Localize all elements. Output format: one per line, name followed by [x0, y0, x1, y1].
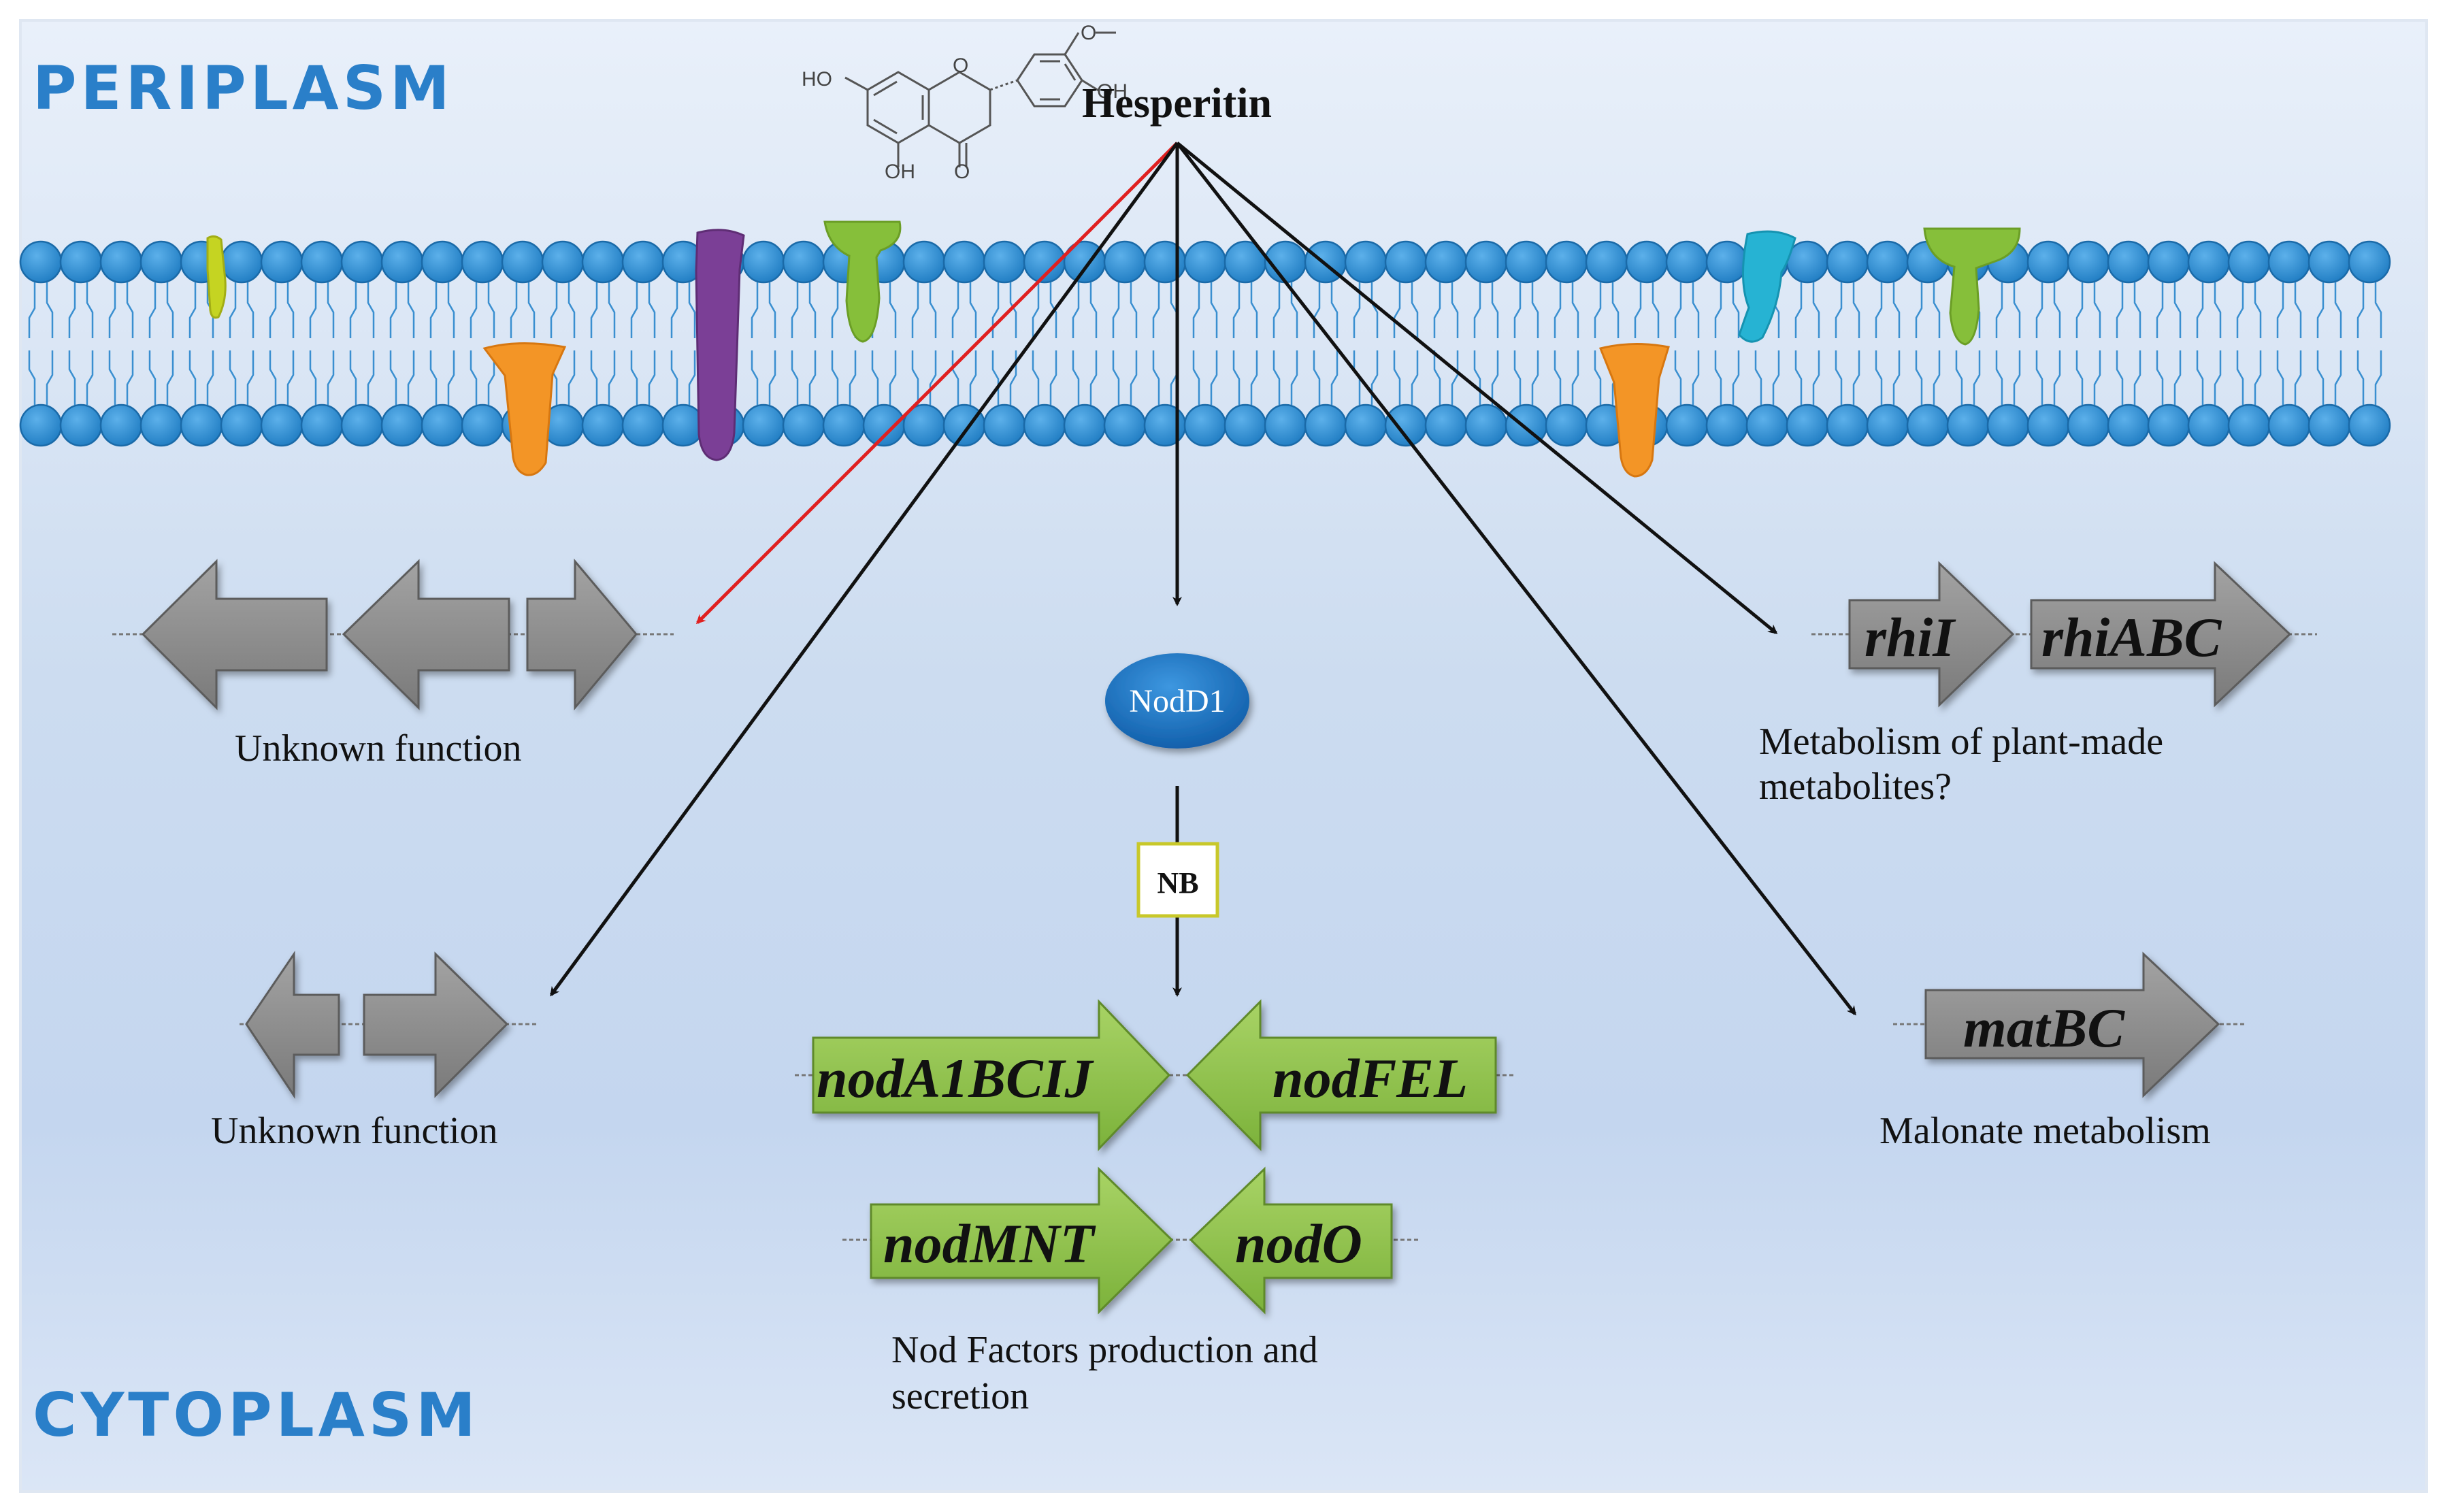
activation-arrow-mat	[1176, 142, 1856, 1016]
rhi-function-line2: metabolites?	[1759, 766, 1952, 808]
hesperitin-structure	[844, 31, 1116, 167]
matBC-label: matBC	[1963, 997, 2125, 1059]
nod-box-label: NB	[1157, 866, 1198, 900]
hesperitin-label: Hesperitin	[1082, 80, 1272, 127]
nod-cluster: nodA1BCIJ nodFEL nodMNT nodO Nod Factors…	[795, 999, 1516, 1417]
lipid-heads	[19, 240, 2391, 447]
nod-box: NB	[1136, 842, 1219, 918]
green-membrane-protein-right	[1923, 227, 2021, 346]
gene-arrow-left-1	[141, 559, 328, 710]
gene-arrow-nodO	[1189, 1166, 1393, 1315]
regulation-arrows	[549, 142, 1856, 1016]
unknown-cluster-bottom: Unknown function	[211, 951, 538, 1152]
atom-o-ring: O	[953, 54, 968, 77]
activation-arrow-unknown-bottom	[549, 142, 1179, 997]
atom-o-methoxy: O	[1081, 22, 1096, 44]
activation-arrow-rhi	[1176, 142, 1778, 634]
unknown-bottom-label: Unknown function	[211, 1110, 498, 1152]
nodA1BCIJ-label: nodA1BCIJ	[817, 1047, 1095, 1109]
hesperitin-atom-labels: HO OH O O OH O	[802, 22, 1128, 183]
nodd1-label: NodD1	[1129, 683, 1225, 719]
inhibition-arrow-unknown-top	[695, 142, 1179, 625]
nod-function-line2: secretion	[891, 1375, 1029, 1417]
green-membrane-protein-left	[823, 220, 902, 343]
gene-arrow-rhiI	[1848, 561, 2015, 708]
nodFEL-label: nodFEL	[1272, 1047, 1468, 1109]
atom-ho: HO	[802, 68, 832, 91]
mat-cluster: matBC Malonate metabolism	[1879, 951, 2246, 1152]
rhi-cluster: rhiI rhiABC Metabolism of plant-made met…	[1759, 561, 2317, 808]
orange-membrane-protein-left	[482, 342, 567, 476]
cytoplasm-label: CYTOPLASM	[33, 1380, 480, 1450]
gene-arrow-nodMNT	[870, 1166, 1174, 1315]
nodMNT-label: nodMNT	[883, 1213, 1096, 1275]
rhiI-label: rhiI	[1865, 606, 1956, 668]
gene-arrow-right-1	[526, 558, 638, 711]
gene-arrow-rhiABC	[2030, 561, 2292, 708]
gene-arrow-left-3	[245, 951, 340, 1099]
gene-arrow-nodA1BCIJ	[812, 999, 1171, 1151]
atom-oh-bottom: OH	[885, 161, 915, 183]
orange-membrane-protein-right	[1598, 342, 1670, 478]
unknown-top-label: Unknown function	[235, 727, 522, 770]
atom-o-keto: O	[954, 161, 970, 183]
nodO-label: nodO	[1235, 1213, 1362, 1275]
gene-arrow-nodFEL	[1185, 999, 1497, 1151]
membrane-proteins	[206, 220, 2021, 478]
gene-arrow-right-2	[363, 951, 509, 1098]
mat-function-label: Malonate metabolism	[1879, 1110, 2211, 1152]
purple-membrane-protein	[695, 229, 745, 461]
nodd1-regulator: NodD1	[1105, 653, 1249, 749]
atom-oh-right: OH	[1097, 80, 1128, 103]
rhi-function-line1: Metabolism of plant-made	[1759, 721, 2163, 763]
rhiABC-label: rhiABC	[2041, 606, 2222, 668]
unknown-cluster-top: Unknown function	[112, 558, 674, 770]
cyan-membrane-protein	[1738, 230, 1796, 343]
gene-arrow-matBC	[1924, 951, 2220, 1098]
lipid-bilayer	[19, 240, 2391, 447]
yellow-membrane-protein	[206, 235, 227, 319]
periplasm-label: PERIPLASM	[33, 53, 454, 123]
gene-arrow-left-2	[342, 559, 510, 710]
nod-function-line1: Nod Factors production and	[891, 1329, 1318, 1371]
